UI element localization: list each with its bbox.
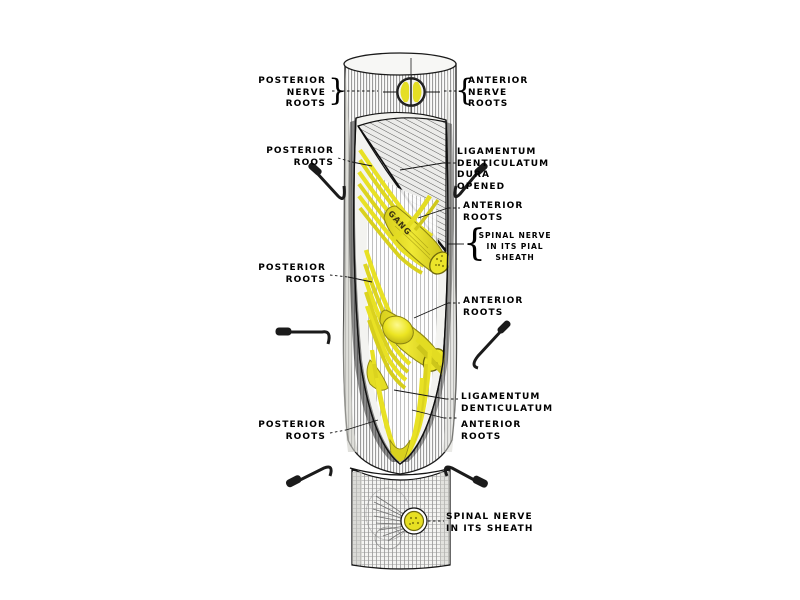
label-anterior-roots-upper: ANTERIOR ROOTS: [463, 201, 524, 223]
leader-lines: [329, 90, 464, 522]
label-anterior-roots-middle: ANTERIOR ROOTS: [463, 296, 524, 318]
pin-lower-left: [285, 465, 333, 488]
spinal-cord-lower-dura: [349, 467, 453, 570]
label-spinal-nerve-pial-sheath: SPINAL NERVE IN ITS PIAL SHEATH: [478, 231, 552, 262]
label-anterior-nerve-roots: ANTERIOR NERVE ROOTS: [468, 76, 529, 110]
label-posterior-roots-upper: POSTERIOR ROOTS: [266, 146, 334, 168]
label-spinal-nerve-in-sheath: SPINAL NERVE IN ITS SHEATH: [446, 512, 534, 534]
spinal-nerve-cross-section: [400, 507, 428, 535]
label-ligamentum-denticulatum-dura-opened: LIGAMENTUM DENTICULATUM DURA OPENED: [457, 147, 550, 193]
pin-upper-left: [308, 162, 346, 200]
label-posterior-nerve-roots: POSTERIOR NERVE ROOTS: [258, 76, 326, 110]
ganglion-swelling: [382, 315, 414, 345]
cord-top-rim: [343, 52, 457, 76]
label-anterior-roots-lower: ANTERIOR ROOTS: [461, 420, 522, 442]
brace-spinal-nerve-pial: {: [463, 223, 486, 264]
label-ligamentum-denticulatum-lower: LIGAMENTUM DENTICULATUM: [461, 392, 554, 414]
cord-cross-section: [383, 58, 440, 124]
brace-posterior-nerve-roots: }: [328, 73, 348, 108]
pin-upper-right: [453, 162, 488, 199]
pins-group: [275, 162, 511, 488]
label-posterior-roots-lower: POSTERIOR ROOTS: [258, 420, 326, 442]
pin-lower-right: [443, 465, 488, 488]
pin-middle-right: [472, 320, 511, 370]
nerve-bundle-upper: [357, 148, 449, 275]
brace-anterior-nerve-roots: {: [455, 73, 475, 108]
label-posterior-roots-middle: POSTERIOR ROOTS: [258, 263, 326, 285]
pin-middle-left: [275, 327, 331, 345]
